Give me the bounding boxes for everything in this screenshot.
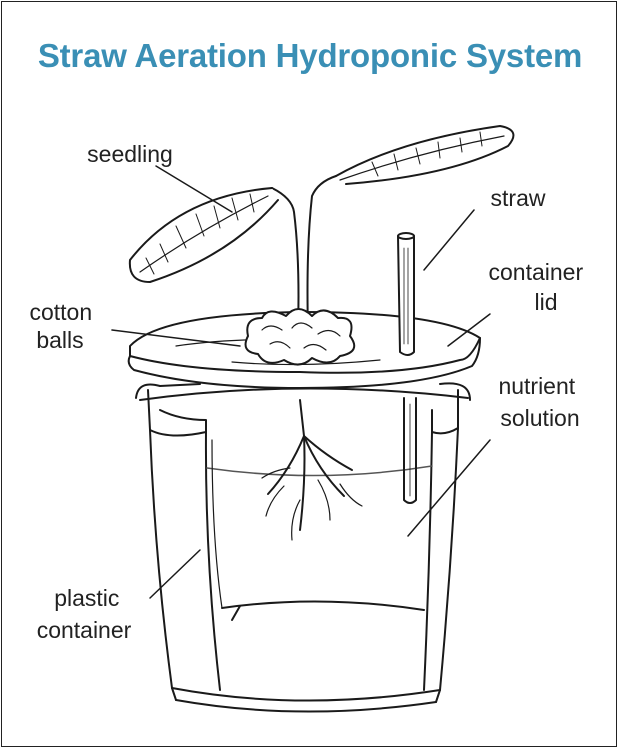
- plastic-container-label: plastic container: [37, 585, 132, 643]
- container-lid-label: container lid: [488, 259, 589, 315]
- cotton-balls-label: cotton balls: [29, 299, 98, 353]
- nutrient-solution-label: nutrient solution: [498, 373, 581, 431]
- straw-label: straw: [491, 185, 546, 211]
- seedling-label: seedling: [87, 141, 173, 167]
